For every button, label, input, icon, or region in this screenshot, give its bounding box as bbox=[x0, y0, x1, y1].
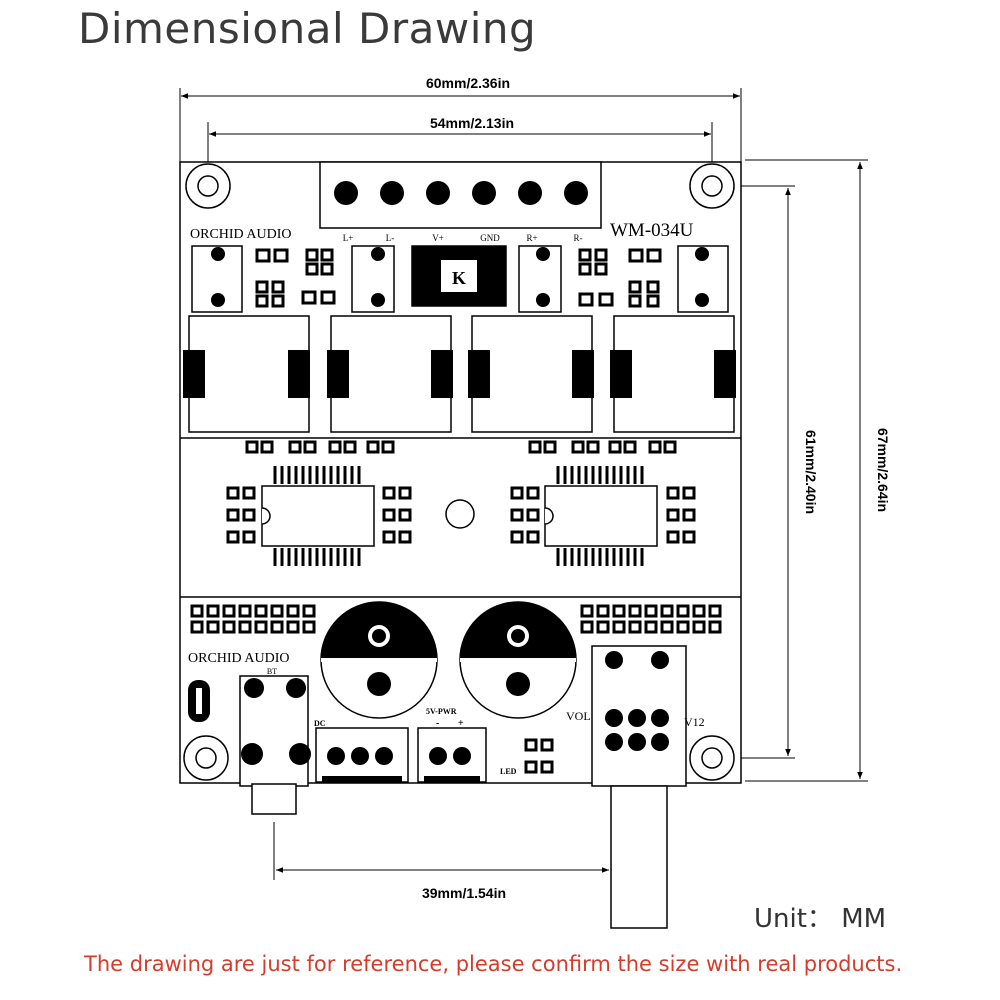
mounting-hole-top-right bbox=[689, 163, 735, 209]
terminal-label: L- bbox=[386, 233, 395, 243]
amplifier-ic-left bbox=[261, 466, 375, 566]
dc-label: DC bbox=[314, 719, 326, 728]
ic-label: K bbox=[452, 268, 466, 288]
terminal-label: GND bbox=[480, 233, 500, 243]
overall-width-label: 60mm/2.36in bbox=[426, 75, 510, 91]
pwr-minus-label: - bbox=[436, 718, 439, 729]
pwr-connector bbox=[417, 727, 487, 783]
dimension-overall-width bbox=[179, 88, 742, 162]
page-title: Dimensional Drawing bbox=[78, 4, 537, 53]
volume-potentiometer bbox=[591, 645, 687, 929]
pwr-label: 5V-PWR bbox=[426, 707, 457, 716]
jack-to-pot-label: 39mm/1.54in bbox=[422, 885, 506, 901]
hole-spacing-width-label: 54mm/2.13in bbox=[430, 115, 514, 131]
inductor-leads bbox=[183, 350, 736, 398]
terminal-label: V+ bbox=[432, 233, 444, 243]
led bbox=[524, 738, 554, 774]
center-hole bbox=[445, 499, 475, 529]
hole-spacing-height-label: 61mm/2.40in bbox=[803, 430, 819, 514]
terminal-label: L+ bbox=[343, 233, 354, 243]
dc-connector bbox=[315, 727, 409, 783]
bt-module bbox=[188, 680, 210, 722]
dimension-hole-spacing-width bbox=[207, 122, 713, 168]
pwr-plus-label: + bbox=[458, 718, 464, 729]
smd-pads-top bbox=[255, 248, 662, 308]
mounting-hole-bottom-left bbox=[183, 735, 229, 781]
audio-jack bbox=[239, 675, 311, 815]
terminal-label: R+ bbox=[526, 233, 537, 243]
terminal-labels: L+ L- V+ GND R+ R- bbox=[343, 233, 583, 243]
speaker-terminal-block bbox=[319, 161, 602, 229]
led-label: LED bbox=[500, 767, 517, 776]
smd-pads-middle bbox=[226, 440, 696, 544]
terminal-label: R- bbox=[574, 233, 583, 243]
vol-label: VOL bbox=[566, 709, 591, 723]
dimension-overall-height bbox=[745, 159, 868, 782]
pin-header-right bbox=[580, 604, 722, 634]
reference-note: The drawing are just for reference, plea… bbox=[84, 952, 903, 976]
model-label: WM-034U bbox=[610, 220, 694, 241]
brand-top: ORCHID AUDIO bbox=[190, 227, 292, 242]
mounting-hole-bottom-right bbox=[689, 735, 735, 781]
capacitor-left bbox=[320, 601, 438, 719]
brand-bottom: ORCHID AUDIO bbox=[188, 651, 290, 666]
amplifier-ic-right bbox=[544, 466, 658, 566]
pin-header-left bbox=[190, 604, 316, 634]
mounting-hole-top-left bbox=[185, 163, 231, 209]
overall-height-label: 67mm/2.64in bbox=[875, 428, 891, 512]
capacitor-right bbox=[459, 601, 577, 719]
dimension-jack-to-pot bbox=[273, 822, 612, 880]
bt-label: BT bbox=[267, 667, 277, 676]
v12-label: V12 bbox=[684, 715, 705, 729]
top-components bbox=[191, 245, 729, 313]
unit-label: Unit： MM bbox=[754, 904, 887, 934]
